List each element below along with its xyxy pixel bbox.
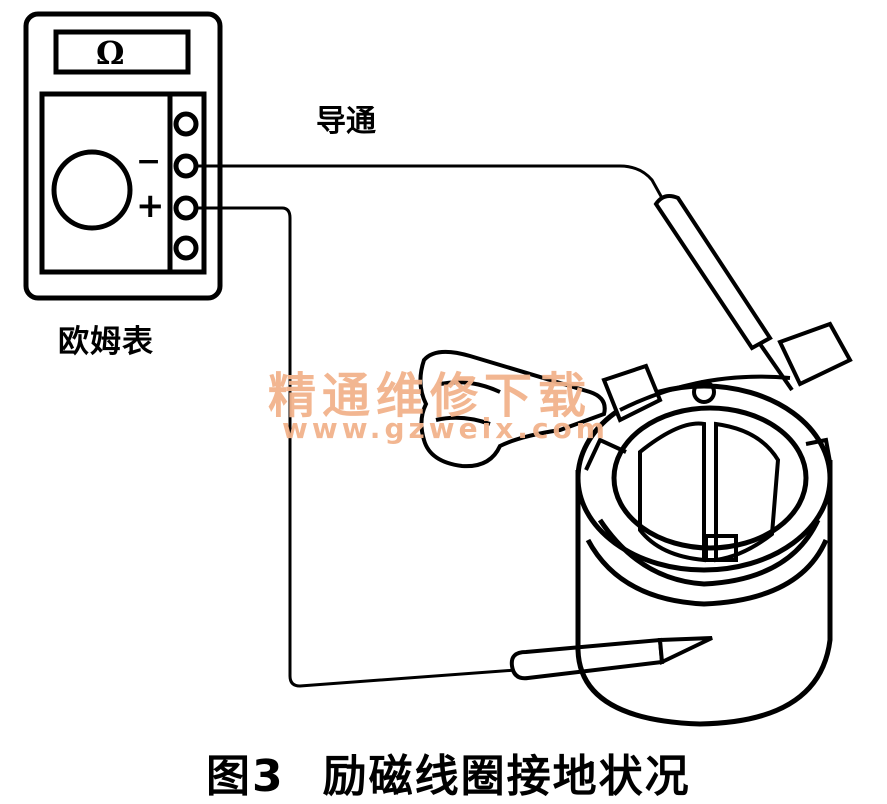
upper-probe-tip — [758, 342, 794, 392]
housing-rim — [575, 383, 833, 573]
meter-dial — [51, 149, 133, 231]
plus-terminal-label: + — [136, 186, 165, 226]
caption-text: 励磁线圈接地状况 — [322, 751, 691, 802]
lower-probe-handle — [509, 637, 665, 681]
minus-terminal-label: − — [136, 144, 162, 179]
brush-terminal-left — [601, 363, 663, 423]
test-leads — [196, 164, 664, 688]
coil-lead-block — [704, 534, 738, 562]
meter-casing — [23, 11, 223, 301]
continuity-label: 导通 — [316, 104, 376, 139]
field-coil-housing-icon — [575, 321, 853, 727]
hand-shape — [418, 349, 607, 469]
brush-terminal-right — [777, 321, 853, 387]
center-rivet — [692, 380, 716, 404]
ohm-unit-symbol: Ω — [96, 34, 125, 72]
bracket-right — [805, 437, 832, 463]
figure-number: 图3 — [206, 751, 285, 802]
probe-icon — [653, 194, 794, 392]
upper-probe-handle — [653, 194, 773, 351]
housing-band-2 — [597, 518, 821, 587]
terminal-1 — [173, 111, 199, 137]
meter-display — [53, 29, 191, 75]
housing-inner-rim — [611, 405, 809, 551]
terminal-plus — [173, 195, 199, 221]
lower-probe-tip — [657, 636, 713, 666]
negative-lead — [196, 164, 664, 199]
figure-caption: 图3 励磁线圈接地状况 — [206, 740, 691, 804]
terminal-minus — [173, 153, 199, 179]
bracket-left — [584, 437, 627, 471]
pole-shoe-left — [638, 421, 706, 563]
hand-icon — [418, 349, 607, 469]
meter-panel — [39, 91, 207, 275]
housing-body — [575, 460, 833, 727]
positive-lead — [196, 206, 517, 688]
watermark-text: 精通维修下载 — [268, 368, 593, 424]
finger-line-1 — [439, 380, 501, 394]
terminal-4 — [173, 235, 199, 261]
lower-probe — [509, 636, 713, 681]
housing-band — [585, 538, 829, 607]
pole-shoe-right — [714, 421, 781, 563]
watermark-url: www.gzweix.com — [282, 412, 609, 445]
ohmmeter-icon — [23, 11, 223, 301]
ohmmeter-label: 欧姆表 — [58, 324, 154, 360]
finger-line-2 — [435, 415, 491, 426]
